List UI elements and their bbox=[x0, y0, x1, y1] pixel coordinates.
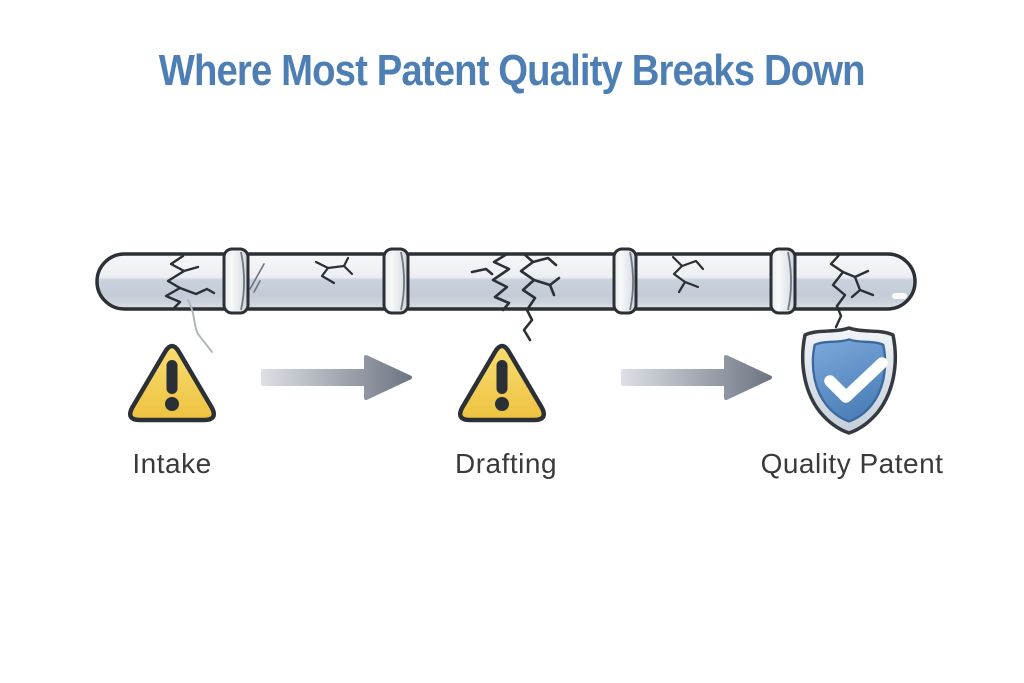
page-title: Where Most Patent Quality Breaks Down bbox=[159, 46, 866, 95]
title-container: Where Most Patent Quality Breaks Down bbox=[0, 46, 1024, 96]
shield-check-icon bbox=[801, 326, 897, 435]
pipe-crack-intake bbox=[164, 254, 216, 310]
pipe-coupling bbox=[769, 247, 797, 315]
pipe-crack-small-right bbox=[671, 255, 705, 294]
pipe-coupling bbox=[222, 247, 250, 315]
stage-label-quality-patent: Quality Patent bbox=[760, 448, 944, 479]
pipe-coupling bbox=[382, 247, 410, 315]
pipe-crack-drafting bbox=[470, 252, 561, 342]
pipe-crack-small-left bbox=[314, 256, 354, 285]
stage-label-intake: Intake bbox=[132, 448, 212, 479]
checkmark bbox=[824, 357, 888, 403]
pipe-coupling bbox=[612, 247, 638, 315]
pipe-scratches bbox=[249, 263, 265, 293]
arrow-right-icon bbox=[621, 355, 772, 400]
pipe-crack-right bbox=[829, 252, 875, 329]
stage-label-drafting: Drafting bbox=[454, 448, 558, 479]
leak-line bbox=[187, 299, 213, 353]
cracked-pipe bbox=[95, 247, 917, 353]
arrow-right-icon bbox=[261, 355, 412, 400]
warning-triangle-icon bbox=[458, 343, 546, 423]
pipe-highlight bbox=[892, 293, 907, 299]
warning-triangle-icon bbox=[128, 343, 216, 423]
